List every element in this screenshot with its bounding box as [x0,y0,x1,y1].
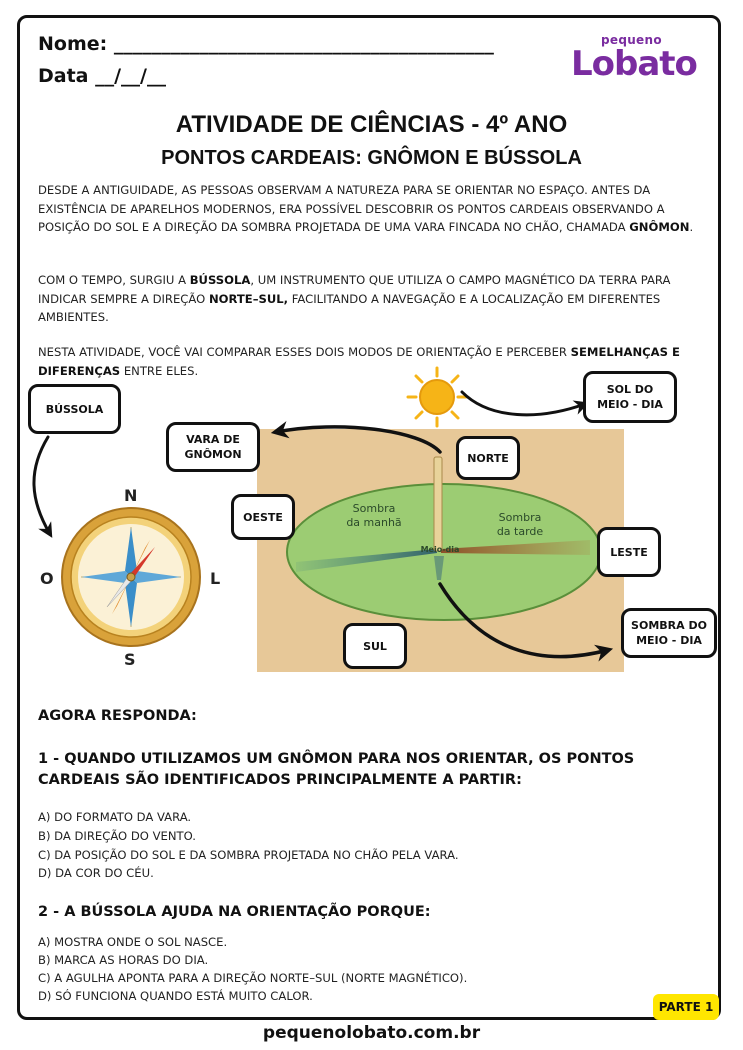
question-1-option-d[interactable]: D) DA COR DO CÉU. [38,866,154,880]
website-footer[interactable]: pequenolobato.com.br [262,1023,481,1043]
compass-letter-o: O [40,569,54,588]
label-norte: NORTE [456,436,520,480]
label-norte-text: NORTE [467,451,509,465]
question-2-option-a[interactable]: A) MOSTRA ONDE O SOL NASCE. [38,935,228,949]
intro-paragraph-2: COM O TEMPO, SURGIU A BÚSSOLA, UM INSTRU… [38,271,708,327]
label-sul-text: SUL [363,639,387,653]
label-oeste-text: OESTE [243,510,283,524]
morning-label-line-2: da manhã [346,516,402,529]
logo-small-text: pequeno [601,33,662,47]
name-field[interactable]: Nome: __________________________________… [38,33,494,55]
intro-p1-end: . [689,220,694,234]
questions-heading: AGORA RESPONDA: [38,708,197,724]
intro-paragraph-3: NESTA ATIVIDADE, VOCÊ VAI COMPARAR ESSES… [38,343,708,380]
question-2-option-c[interactable]: C) A AGULHA APONTA PARA A DIREÇÃO NORTE–… [38,971,468,985]
question-2-title: 2 - A BÚSSOLA AJUDA NA ORIENTAÇÃO PORQUE… [38,904,431,920]
label-vara-gnomon: VARA DE GNÔMON [166,422,260,472]
afternoon-label-line-2: da tarde [496,525,544,538]
question-2-option-b[interactable]: B) MARCA AS HORAS DO DIA. [38,953,209,967]
logo-big-text: Lobato [571,44,698,84]
intro-p2-text: COM O TEMPO, SURGIU A [38,273,190,287]
label-bussola: BÚSSOLA [28,384,121,434]
afternoon-shadow-label: Sombra da tarde [480,511,560,539]
label-sombra-line-1: SOMBRA DO [631,619,707,632]
label-sol-line-2: MEIO - DIA [597,398,663,411]
label-sombra-meio-dia: SOMBRA DO MEIO - DIA [621,608,717,658]
intro-p2-bold-1: BÚSSOLA [189,273,251,287]
label-oeste: OESTE [231,494,295,540]
page-frame [17,15,721,1020]
intro-p2-text-2: , UM INSTRUMENTO QUE UTILIZA O CAMPO MAG… [38,273,671,306]
label-sul: SUL [343,623,407,669]
question-2-option-d[interactable]: D) SÓ FUNCIONA QUANDO ESTÁ MUITO CALOR. [38,989,313,1003]
intro-p3-text: NESTA ATIVIDADE, VOCÊ VAI COMPARAR ESSES… [38,345,571,359]
label-sol-line-1: SOL DO [606,383,654,396]
noon-label: Meio-dia [420,545,460,554]
question-1-option-c[interactable]: C) DA POSIÇÃO DO SOL E DA SOMBRA PROJETA… [38,848,459,862]
label-leste-text: LESTE [610,545,648,559]
label-bussola-text: BÚSSOLA [45,402,104,416]
label-sombra-line-2: MEIO - DIA [636,634,702,647]
intro-p1-text: DESDE A ANTIGUIDADE, AS PESSOAS OBSERVAM… [38,183,665,234]
intro-p2-end: FACILITANDO A NAVEGAÇÃO E A LOCALIZAÇÃO … [38,291,661,325]
compass-letter-l: L [210,569,221,588]
page-subtitle: PONTOS CARDEAIS: GNÔMON E BÚSSOLA [161,147,582,169]
date-field[interactable]: Data __/__/__ [38,65,166,87]
label-vara-line-1: VARA DE [186,433,240,446]
question-1-option-a[interactable]: A) DO FORMATO DA VARA. [38,810,192,824]
intro-p3-end: ENTRE ELES. [120,363,199,378]
compass-letter-s: S [124,650,136,669]
afternoon-label-line-1: Sombra [498,511,542,524]
intro-p1-bold: GNÔMON [629,220,690,234]
part-badge: PARTE 1 [653,994,719,1020]
intro-p2-bold-2: NORTE–SUL, [208,291,289,306]
morning-shadow-label: Sombra da manhã [334,502,414,530]
intro-paragraph-1: DESDE A ANTIGUIDADE, AS PESSOAS OBSERVAM… [38,181,708,237]
compass-letter-n: N [124,486,138,505]
label-sol-meio-dia: SOL DO MEIO - DIA [583,371,677,423]
label-vara-line-2: GNÔMON [184,448,242,461]
question-1-option-b[interactable]: B) DA DIREÇÃO DO VENTO. [38,829,196,843]
label-leste: LESTE [597,527,661,577]
page-title: ATIVIDADE DE CIÊNCIAS - 4º ANO [175,111,568,138]
intro-p3-bold: SEMELHANÇAS E DIFERENÇAS [38,345,680,378]
morning-label-line-1: Sombra [352,502,396,515]
question-1-title: 1 - QUANDO UTILIZAMOS UM GNÔMON PARA NOS… [38,751,635,788]
